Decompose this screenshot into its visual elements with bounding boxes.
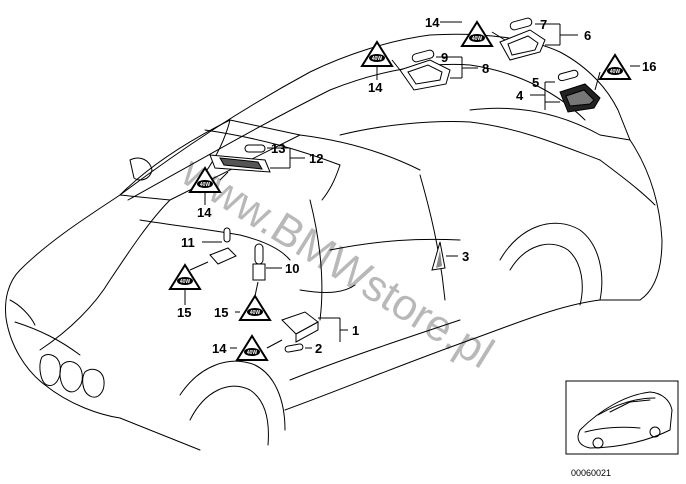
callout-3: 3 [462, 249, 469, 264]
callout-16: 16 [642, 59, 656, 74]
callout-15-left: 15 [177, 305, 191, 320]
callout-9: 9 [441, 50, 448, 65]
warning-triangle-icon: 40W [188, 166, 222, 193]
callout-14-top: 14 [425, 15, 440, 30]
bulb-icon [509, 17, 533, 31]
callout-15-right: 15 [214, 305, 228, 320]
callout-6: 6 [584, 28, 591, 43]
warning-triangle-icon: 40W [460, 20, 494, 47]
callout-2: 2 [315, 341, 322, 356]
switch-icon [281, 311, 319, 343]
lamp-housing-icon [209, 154, 271, 173]
svg-text:40W: 40W [372, 56, 383, 62]
callout-8: 8 [482, 61, 489, 76]
callout-12: 12 [309, 151, 323, 166]
warning-triangle-icon: 40W [238, 294, 272, 321]
bulb-icon [284, 343, 304, 353]
callout-5: 5 [532, 75, 539, 90]
car-outline-icon [577, 391, 673, 449]
callout-10: 10 [285, 261, 299, 276]
callout-4: 4 [516, 88, 524, 103]
svg-text:40W: 40W [610, 69, 621, 75]
callout-7: 7 [540, 17, 547, 32]
lamp-housing-icon [399, 59, 451, 91]
warning-triangle-icon: 40W [598, 53, 632, 80]
svg-text:40W: 40W [200, 182, 211, 188]
bulb-icon [252, 243, 266, 281]
callout-labels: 14 7 6 9 8 14 5 4 16 13 12 14 11 10 3 15… [177, 15, 656, 356]
lamp-housing-icon [559, 83, 601, 113]
callout-1: 1 [352, 323, 359, 338]
svg-text:40W: 40W [472, 36, 483, 42]
callout-13: 13 [271, 141, 285, 156]
svg-text:40W: 40W [180, 279, 191, 285]
car-outline-icon [5, 33, 663, 451]
bulb-icon [244, 144, 266, 153]
callout-14-bottom: 14 [212, 341, 227, 356]
cover-plate [431, 241, 446, 271]
warning-triangle-icon: 40W [168, 263, 202, 290]
svg-text:40W: 40W [250, 310, 261, 316]
callout-14-front: 14 [197, 205, 212, 220]
lamp-housing-icon [499, 29, 546, 61]
warning-triangle-icon: 40W [360, 40, 394, 67]
callout-14-roof: 14 [368, 80, 383, 95]
svg-text:40W: 40W [247, 350, 258, 356]
leader-lines [184, 21, 640, 349]
diagram-id: 00060021 [571, 468, 611, 478]
bulb-icon [209, 227, 237, 265]
warning-triangle-icon: 40W [235, 334, 269, 361]
overview-thumbnail [565, 380, 679, 455]
bulb-icon [557, 69, 579, 82]
callout-11: 11 [181, 235, 195, 250]
bulb-icon [411, 49, 435, 63]
